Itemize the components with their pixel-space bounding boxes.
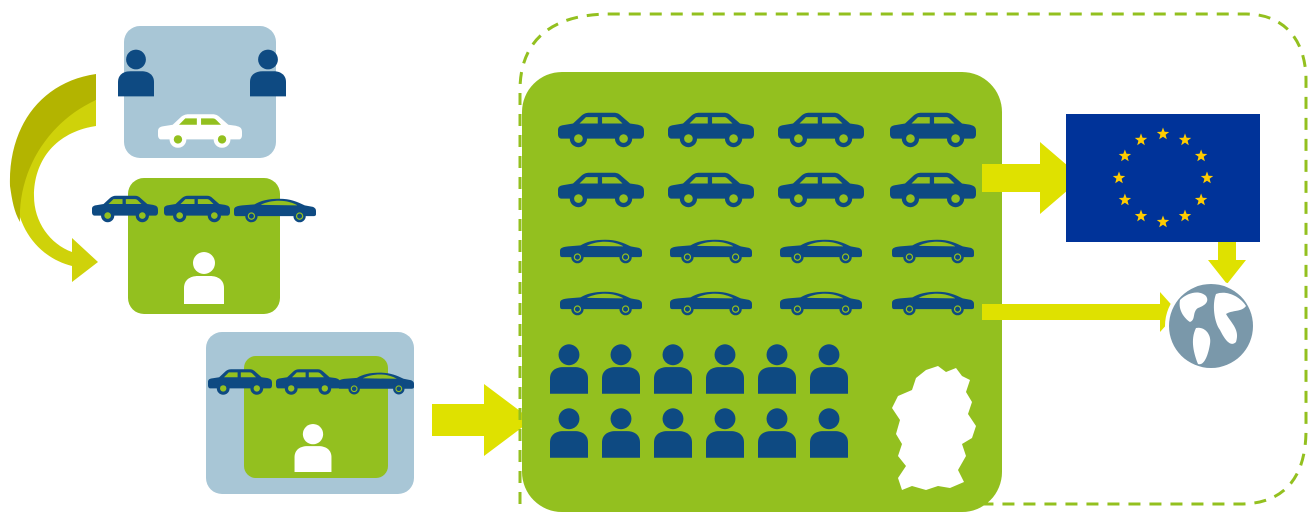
shared-car-box (118, 26, 286, 158)
eu-star-icon (1178, 133, 1192, 146)
germany-map-icon (892, 366, 976, 490)
eu-star-icon (1118, 149, 1132, 162)
eu-star-icon (1134, 209, 1148, 222)
arrow-to-globe (982, 292, 1178, 332)
eu-star-icon (1178, 209, 1192, 222)
eu-star-icon (1194, 149, 1208, 162)
private-cars-box (92, 178, 316, 314)
combined-box (206, 332, 414, 494)
germany-box (522, 72, 1002, 512)
eu-star-icon (1156, 127, 1170, 140)
eu-star-icon (1134, 133, 1148, 146)
eu-flag-icon (1066, 114, 1260, 242)
arrow-to-germany (432, 384, 532, 456)
eu-star-icon (1200, 171, 1214, 184)
eu-star-icon (1194, 193, 1208, 206)
curved-arrow (9, 74, 98, 282)
eu-star-icon (1112, 171, 1126, 184)
arrow-to-eu (982, 142, 1082, 214)
eu-star-icon (1118, 193, 1132, 206)
dashed-region-border (518, 12, 1308, 506)
arrow-eu-to-globe (1208, 214, 1246, 284)
eu-star-icon (1156, 215, 1170, 228)
globe-icon (1165, 280, 1257, 372)
